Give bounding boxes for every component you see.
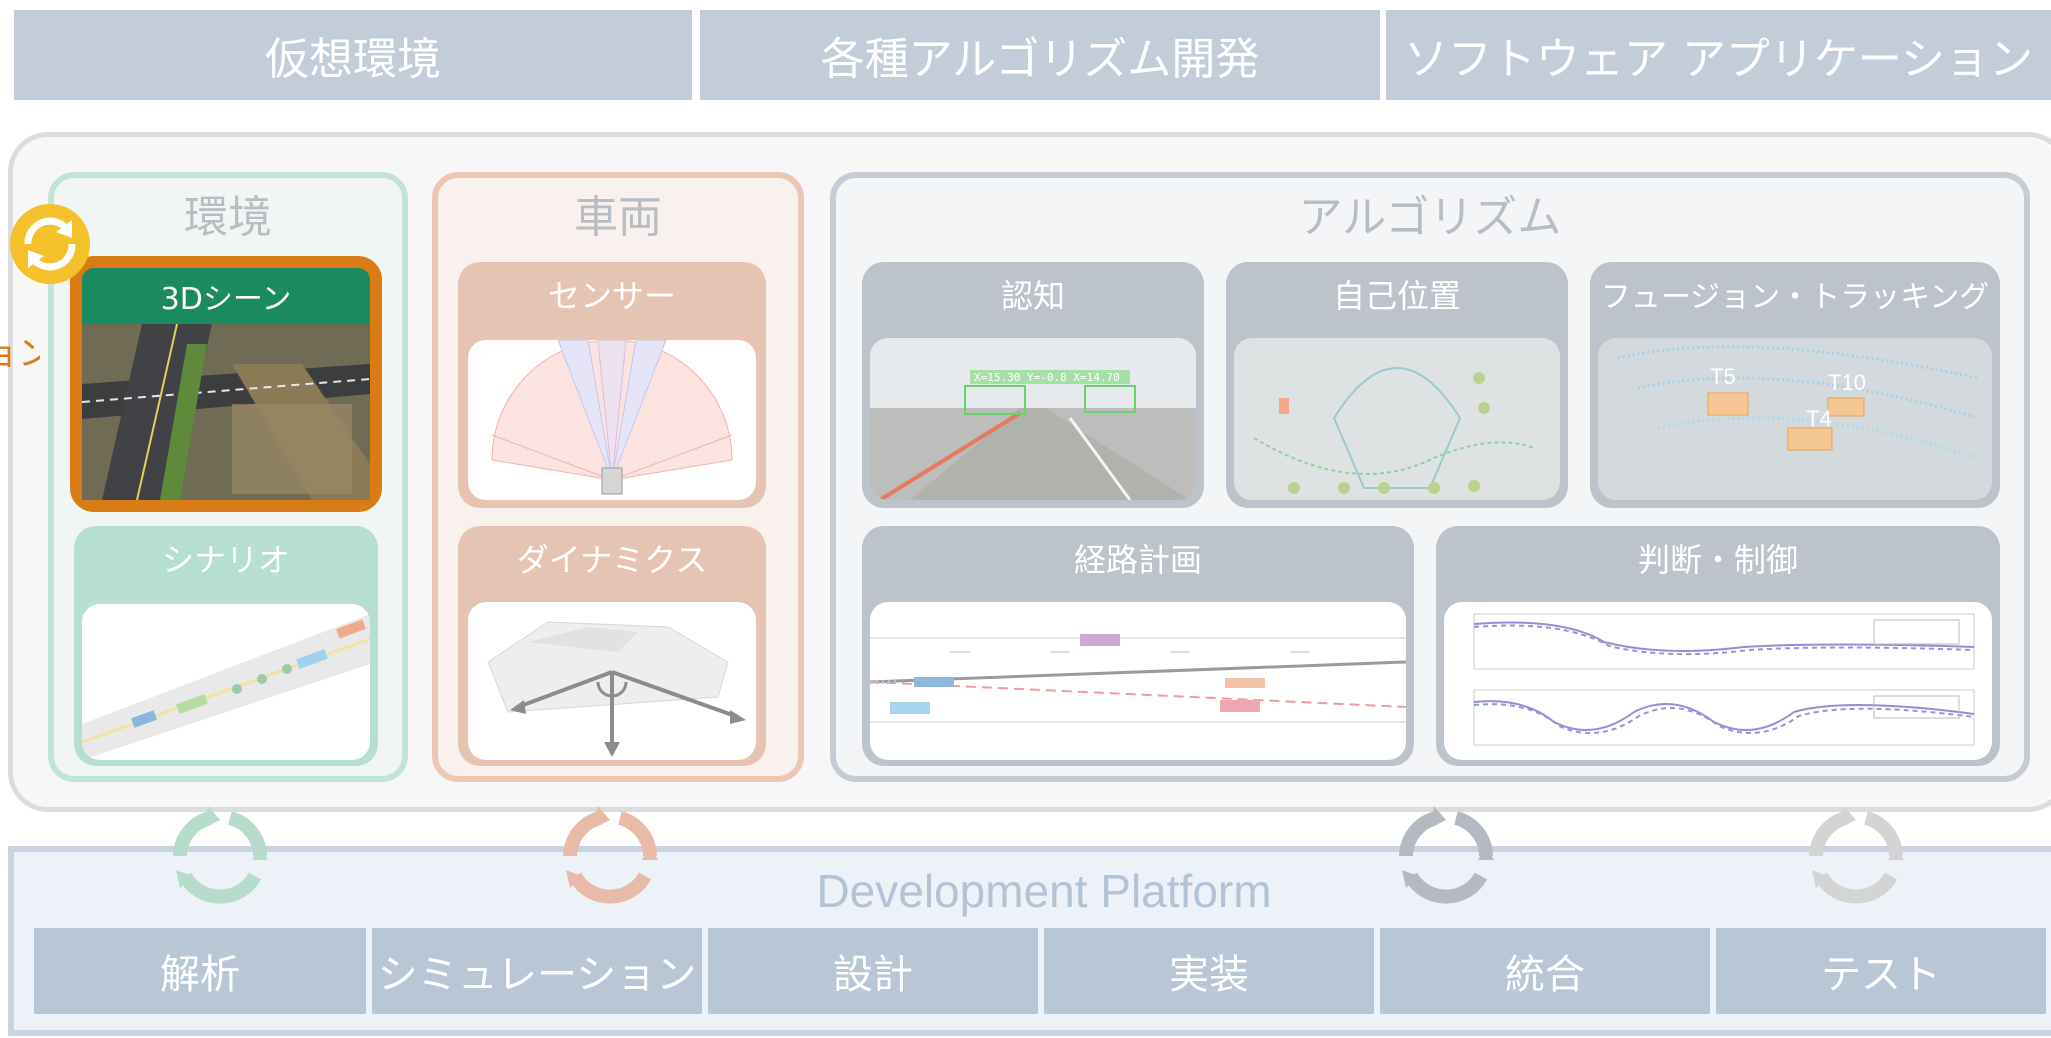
algorithm-title: アルゴリズム — [1298, 192, 1562, 243]
cycle-arrows-icon-environment — [160, 796, 280, 916]
card-perception-title: 認知 — [1000, 277, 1065, 315]
track-t5-label: T5 — [1710, 364, 1736, 389]
scenario-image — [82, 604, 370, 760]
track-t4-label: T4 — [1806, 406, 1832, 431]
step-implementation[interactable]: 実装 — [1044, 928, 1374, 1014]
card-sensor-title: センサー — [547, 277, 676, 315]
card-scenario[interactable]: シナリオ — [74, 526, 378, 766]
step-integration[interactable]: 統合 — [1380, 928, 1710, 1014]
side-label-fragment: ョン — [0, 334, 40, 374]
top-bar-virtual-environment: 仮想環境 — [14, 10, 692, 100]
detection-label: X=15.30 Y=-0.8 X=14.70 — [974, 371, 1120, 384]
perception-image: X=15.30 Y=-0.8 X=14.70 — [870, 338, 1196, 500]
card-dynamics[interactable]: ダイナミクス — [458, 526, 766, 766]
card-3d-scene[interactable]: 3Dシーン — [70, 256, 382, 512]
environment-title: 環境 — [184, 192, 272, 243]
card-fusion-tracking-title: フュージョン・トラッキング — [1600, 280, 1990, 315]
decision-control-image — [1444, 602, 1992, 760]
top-bar-algorithm-development: 各種アルゴリズム開発 — [700, 10, 1380, 100]
3d-scene-image — [82, 324, 370, 500]
card-path-planning-title: 経路計画 — [1073, 541, 1202, 579]
dynamics-image — [468, 602, 756, 760]
top-bar-software-application: ソフトウェア アプリケーション — [1386, 10, 2051, 100]
card-localization[interactable]: 自己位置 — [1226, 262, 1568, 508]
cycle-arrows-icon-vehicle — [550, 796, 670, 916]
track-t10-label: T10 — [1828, 370, 1866, 395]
sync-highlight-icon — [6, 200, 94, 288]
card-path-planning[interactable]: 経路計画 — [862, 526, 1414, 766]
vehicle-title: 車両 — [574, 192, 662, 243]
card-fusion-tracking[interactable]: フュージョン・トラッキング T5 T10 T4 — [1590, 262, 2000, 508]
card-perception[interactable]: 認知 X=15.30 Y=-0.8 X=14.70 — [862, 262, 1204, 508]
step-test[interactable]: テスト — [1716, 928, 2046, 1014]
localization-image — [1234, 338, 1560, 500]
step-design[interactable]: 設計 — [708, 928, 1038, 1014]
card-sensor[interactable]: センサー — [458, 262, 766, 508]
platform-title: Development Platform — [816, 865, 1272, 917]
step-analysis[interactable]: 解析 — [34, 928, 366, 1014]
cycle-arrows-icon-application — [1796, 796, 1916, 916]
sensor-image — [468, 340, 756, 500]
step-simulation[interactable]: シミュレーション — [372, 928, 702, 1014]
card-3d-scene-title: 3Dシーン — [160, 282, 292, 317]
path-planning-image — [870, 602, 1406, 760]
fusion-tracking-image: T5 T10 T4 — [1598, 338, 1992, 500]
card-scenario-title: シナリオ — [161, 541, 290, 579]
card-decision-control[interactable]: 判断・制御 — [1436, 526, 2000, 766]
card-decision-control-title: 判断・制御 — [1637, 541, 1798, 579]
card-localization-title: 自己位置 — [1332, 277, 1461, 315]
card-dynamics-title: ダイナミクス — [516, 541, 708, 579]
cycle-arrows-icon-algorithm — [1386, 796, 1506, 916]
